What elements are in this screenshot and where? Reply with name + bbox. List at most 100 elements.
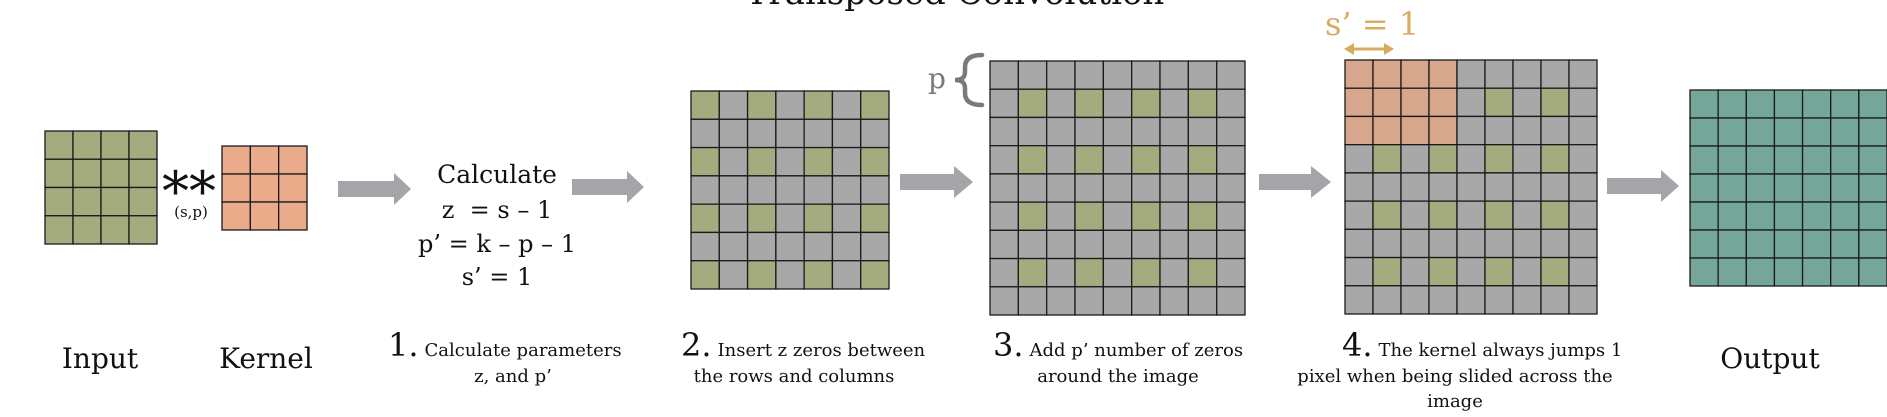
grid-cell <box>1540 200 1570 230</box>
grid-cell <box>1568 59 1598 89</box>
calc-heading: Calculate <box>437 160 557 189</box>
grid-cell <box>1102 173 1133 203</box>
grid-cell <box>1456 115 1486 146</box>
sliding-kernel-grid <box>1344 59 1598 315</box>
grid-cell <box>1046 116 1076 147</box>
grid-cell <box>1830 173 1860 203</box>
grid-cell <box>1017 116 1048 147</box>
grid-cell <box>1159 286 1189 316</box>
grid-cell <box>1372 285 1402 315</box>
grid-cell <box>1773 145 1804 175</box>
grid-cell <box>44 130 74 160</box>
grid-cell <box>989 257 1019 288</box>
grid-cell <box>1540 59 1570 89</box>
grid-cell <box>1456 200 1486 230</box>
calc-line-z: z = s – 1 <box>442 196 552 224</box>
grid-cell <box>1717 173 1747 203</box>
grid-cell <box>1689 89 1719 119</box>
grid-cell <box>718 118 749 149</box>
grid-cell <box>1689 145 1719 175</box>
grid-cell <box>1159 257 1189 288</box>
step-3-number: 3. <box>993 326 1024 364</box>
grid-cell <box>1745 173 1776 203</box>
grid-cell <box>100 215 130 245</box>
grid-cell <box>1858 201 1887 231</box>
grid-cell <box>1540 144 1570 174</box>
grid-cell <box>1187 257 1218 288</box>
grid-cell <box>1046 88 1076 119</box>
grid-cell <box>1216 201 1246 231</box>
grid-cell <box>1102 201 1133 231</box>
grid-cell <box>746 118 777 149</box>
grid-cell <box>100 130 130 160</box>
grid-cell <box>128 158 158 189</box>
grid-cell <box>1689 201 1719 231</box>
grid-cell <box>1046 145 1076 175</box>
step-2-number: 2. <box>681 326 712 364</box>
grid-cell <box>989 88 1019 119</box>
grid-cell <box>1568 256 1598 287</box>
grid-cell <box>44 215 74 245</box>
grid-cell <box>1102 286 1133 316</box>
grid-cell <box>1131 116 1161 147</box>
step-4-line-1: The kernel always jumps 1 <box>1379 340 1623 361</box>
grid-cell <box>278 173 308 203</box>
grid-cell <box>1428 228 1458 259</box>
grid-cell <box>831 231 862 262</box>
output-grid <box>1689 89 1887 287</box>
grid-cell <box>1102 116 1133 147</box>
grid-cell <box>1428 200 1458 230</box>
grid-cell <box>1102 60 1133 90</box>
grid-cell <box>1512 59 1542 89</box>
grid-cell <box>221 173 251 203</box>
padding-label: p <box>928 62 946 95</box>
grid-cell <box>1131 173 1161 203</box>
grid-cell <box>1830 201 1860 231</box>
grid-cell <box>72 130 102 160</box>
grid-cell <box>1074 145 1104 175</box>
grid-cell <box>1717 201 1747 231</box>
grid-cell <box>831 175 862 205</box>
grid-cell <box>803 260 834 290</box>
grid-cell <box>100 158 130 189</box>
grid-cell <box>1801 89 1832 119</box>
grid-cell <box>831 118 862 149</box>
grid-cell <box>1428 285 1458 315</box>
grid-cell <box>1540 115 1570 146</box>
arrow-4 <box>1259 166 1331 198</box>
grid-cell <box>803 203 834 234</box>
grid-cell <box>1484 172 1514 202</box>
grid-cell <box>1512 115 1542 146</box>
grid-cell <box>1568 87 1598 118</box>
grid-cell <box>1344 200 1374 230</box>
grid-cell <box>1017 145 1048 175</box>
grid-cell <box>1830 229 1860 259</box>
step-2-line-2: the rows and columns <box>694 366 895 387</box>
grid-cell <box>1689 173 1719 203</box>
grid-cell <box>1131 201 1161 231</box>
grid-cell <box>1745 257 1776 287</box>
step-1-caption: 1.Calculate parameters z, and p’ <box>388 326 622 387</box>
calc-line-p: p’ = k – p – 1 <box>418 230 576 258</box>
grid-cell <box>1187 145 1218 175</box>
arrow-3 <box>900 166 973 198</box>
grid-cell <box>1074 88 1104 119</box>
grid-cell <box>775 175 805 205</box>
grid-cell <box>989 173 1019 203</box>
grid-cell <box>1484 200 1514 230</box>
grid-cell <box>1046 60 1076 90</box>
grid-cell <box>1428 87 1458 118</box>
grid-cell <box>1858 229 1887 259</box>
grid-cell <box>1187 201 1218 231</box>
grid-cell <box>1046 286 1076 316</box>
grid-cell <box>1801 229 1832 259</box>
grid-cell <box>1344 144 1374 174</box>
grid-cell <box>1187 229 1218 260</box>
grid-cell <box>690 175 720 205</box>
grid-cell <box>1801 201 1832 231</box>
grid-cell <box>1159 229 1189 260</box>
grid-cell <box>1773 257 1804 287</box>
grid-cell <box>718 260 749 290</box>
step-4-line-3: image <box>1427 391 1483 412</box>
grid-cell <box>1484 285 1514 315</box>
